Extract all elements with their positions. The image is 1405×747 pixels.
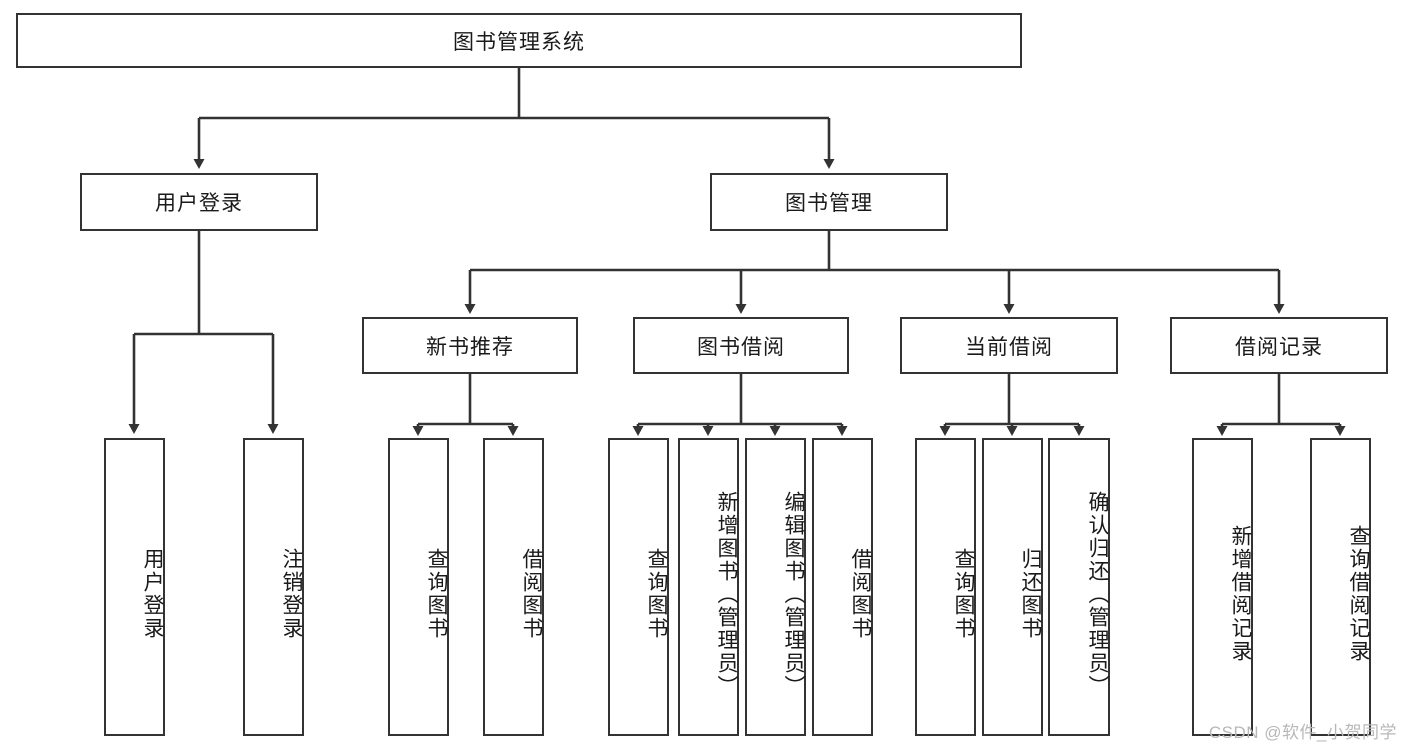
- node-leaf-query-book-recommend-label: 查询图书: [425, 548, 448, 640]
- node-leaf-query-book-current-label: 查询图书: [952, 548, 975, 640]
- node-user-login-label: 用户登录: [155, 192, 243, 215]
- node-leaf-add-borrow-record-label: 新增借阅记录: [1229, 525, 1252, 663]
- node-leaf-borrow-book-recommend[interactable]: 借阅图书: [483, 438, 544, 736]
- node-leaf-query-book-recommend[interactable]: 查询图书: [388, 438, 449, 736]
- node-leaf-return-book-label: 归还图书: [1019, 548, 1042, 640]
- node-book-borrow-label: 图书借阅: [697, 335, 785, 359]
- node-leaf-query-borrow-record[interactable]: 查询借阅记录: [1310, 438, 1371, 736]
- node-leaf-add-borrow-record[interactable]: 新增借阅记录: [1192, 438, 1253, 736]
- node-leaf-query-book-current[interactable]: 查询图书: [915, 438, 976, 736]
- node-leaf-query-borrow-record-label: 查询借阅记录: [1347, 525, 1370, 663]
- node-leaf-query-book-borrow[interactable]: 查询图书: [608, 438, 669, 736]
- node-new-book-recommend-label: 新书推荐: [426, 335, 514, 359]
- node-new-book-recommend[interactable]: 新书推荐: [362, 317, 578, 374]
- node-leaf-borrow-book-recommend-label: 借阅图书: [520, 548, 543, 640]
- node-user-login[interactable]: 用户登录: [80, 173, 318, 231]
- node-leaf-confirm-return[interactable]: 确认归还（管理员）: [1048, 438, 1110, 736]
- node-root-label: 图书管理系统: [453, 30, 585, 54]
- node-leaf-add-book-label: 新增图书（管理员）: [715, 490, 738, 698]
- node-leaf-add-book[interactable]: 新增图书（管理员）: [678, 438, 739, 736]
- node-leaf-user-login[interactable]: 用户登录: [104, 438, 165, 736]
- node-leaf-confirm-return-label: 确认归还（管理员）: [1086, 490, 1109, 698]
- node-leaf-user-login-label: 用户登录: [141, 548, 164, 640]
- node-leaf-edit-book-label: 编辑图书（管理员）: [782, 490, 805, 698]
- node-root[interactable]: 图书管理系统: [16, 13, 1022, 68]
- node-book-management-label: 图书管理: [785, 192, 873, 215]
- node-current-borrow-label: 当前借阅: [965, 335, 1053, 359]
- node-leaf-logout[interactable]: 注销登录: [243, 438, 304, 736]
- node-leaf-edit-book[interactable]: 编辑图书（管理员）: [745, 438, 806, 736]
- node-current-borrow[interactable]: 当前借阅: [900, 317, 1118, 374]
- node-leaf-borrow-book[interactable]: 借阅图书: [812, 438, 873, 736]
- node-leaf-borrow-book-label: 借阅图书: [849, 548, 872, 640]
- node-book-borrow[interactable]: 图书借阅: [633, 317, 849, 374]
- node-leaf-query-book-borrow-label: 查询图书: [645, 548, 668, 640]
- watermark-text: CSDN @软件_小贺同学: [1208, 723, 1397, 742]
- node-leaf-logout-label: 注销登录: [280, 548, 303, 640]
- node-leaf-return-book[interactable]: 归还图书: [982, 438, 1043, 736]
- node-borrow-record-label: 借阅记录: [1235, 335, 1323, 359]
- node-borrow-record[interactable]: 借阅记录: [1170, 317, 1388, 374]
- node-book-management[interactable]: 图书管理: [710, 173, 948, 231]
